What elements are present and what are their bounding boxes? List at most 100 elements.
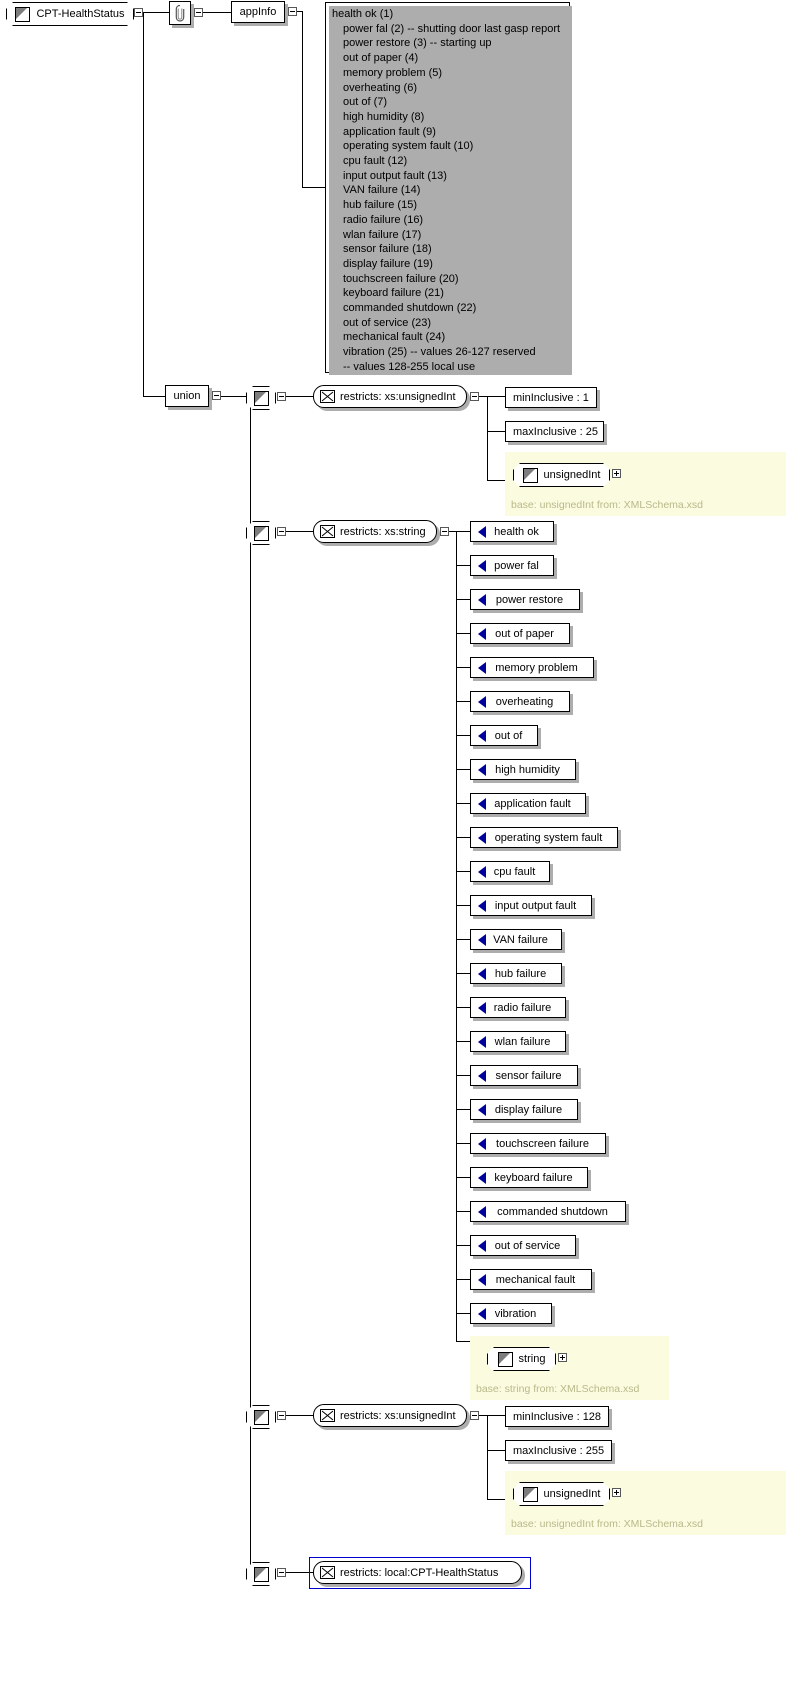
branch2-enums-toggle[interactable] bbox=[440, 527, 449, 536]
enumeration-node[interactable]: out of bbox=[470, 725, 541, 749]
connector-enumeration bbox=[456, 633, 470, 634]
enumeration-node[interactable]: hub failure bbox=[470, 963, 565, 987]
enumeration-node[interactable]: vibration bbox=[470, 1303, 555, 1327]
branch1-facets-toggle[interactable] bbox=[470, 392, 479, 401]
branch3-base-caption: base: unsignedInt from: XMLSchema.xsd bbox=[511, 1518, 704, 1530]
enumeration-node[interactable]: wlan failure bbox=[470, 1031, 569, 1055]
appinfo-collapse-toggle[interactable] bbox=[288, 7, 297, 16]
branch4-collapse-toggle[interactable] bbox=[277, 1568, 286, 1577]
root-simple-type-node[interactable]: CPT-HealthStatus bbox=[6, 2, 132, 24]
enumeration-marker-icon bbox=[478, 729, 486, 742]
simple-type-pencil-icon bbox=[254, 1410, 269, 1425]
connector-annotation-appinfo bbox=[203, 12, 231, 13]
branch2-simple-type-node[interactable] bbox=[246, 521, 274, 543]
enumeration-label: cpu fault bbox=[493, 865, 536, 878]
connector-branch2-restricts bbox=[286, 531, 313, 532]
enumeration-node[interactable]: sensor failure bbox=[470, 1065, 581, 1089]
enumeration-node[interactable]: health ok bbox=[470, 521, 557, 545]
union-node[interactable]: union bbox=[165, 385, 212, 410]
enumeration-label: input output fault bbox=[494, 899, 577, 912]
appinfo-node[interactable]: appInfo bbox=[231, 1, 288, 26]
documentation-line: operating system fault (10) bbox=[343, 140, 474, 153]
enumeration-marker-icon bbox=[478, 559, 486, 572]
branch1-facet-mininclusive[interactable]: minInclusive : 1 bbox=[505, 387, 600, 411]
branch1-facet-mininclusive-label: minInclusive : 1 bbox=[513, 391, 589, 404]
enumeration-node[interactable]: application fault bbox=[470, 793, 589, 817]
branch1-base-expand-toggle[interactable] bbox=[612, 469, 621, 478]
branch1-facet-maxinclusive[interactable]: maxInclusive : 25 bbox=[505, 421, 607, 445]
enumeration-marker-icon bbox=[478, 865, 486, 878]
enumeration-node[interactable]: commanded shutdown bbox=[470, 1201, 629, 1225]
branch3-facet-mininclusive[interactable]: minInclusive : 128 bbox=[505, 1406, 612, 1430]
enumeration-node[interactable]: radio failure bbox=[470, 997, 569, 1021]
branch2-base-expand-toggle[interactable] bbox=[558, 1353, 567, 1362]
branch2-base-label: string bbox=[518, 1353, 546, 1365]
enumeration-node[interactable]: power fal bbox=[470, 555, 557, 579]
enumeration-node[interactable]: cpu fault bbox=[470, 861, 553, 885]
enumeration-node[interactable]: overheating bbox=[470, 691, 573, 715]
annotation-node[interactable] bbox=[169, 1, 194, 28]
union-collapse-toggle[interactable] bbox=[212, 391, 221, 400]
enumeration-label: application fault bbox=[494, 797, 571, 810]
branch3-facet-maxinclusive[interactable]: maxInclusive : 255 bbox=[505, 1440, 615, 1464]
branch3-simple-type-node[interactable] bbox=[246, 1405, 274, 1427]
branch3-collapse-toggle[interactable] bbox=[277, 1411, 286, 1420]
enumeration-label: touchscreen failure bbox=[496, 1137, 589, 1150]
enumeration-label: display failure bbox=[494, 1103, 563, 1116]
enumeration-node[interactable]: touchscreen failure bbox=[470, 1133, 609, 1157]
branch1-collapse-toggle[interactable] bbox=[277, 392, 286, 401]
branch4-restricts-node[interactable]: restricts: local:CPT-HealthStatus bbox=[313, 1561, 525, 1587]
connector-enumeration bbox=[456, 837, 470, 838]
documentation-line: sensor failure (18) bbox=[343, 243, 432, 256]
branch3-base-expand-toggle[interactable] bbox=[612, 1488, 621, 1497]
branch1-restricts-node[interactable]: restricts: xs:unsignedInt bbox=[313, 385, 470, 411]
root-collapse-toggle[interactable] bbox=[134, 8, 143, 17]
branch4-simple-type-node[interactable] bbox=[246, 1562, 274, 1584]
enumeration-node[interactable]: keyboard failure bbox=[470, 1167, 591, 1191]
connector-branch2-base bbox=[456, 1341, 470, 1342]
branch2-restricts-node[interactable]: restricts: xs:string bbox=[313, 520, 440, 546]
connector-enumeration bbox=[456, 701, 470, 702]
enumeration-marker-icon bbox=[478, 1205, 486, 1218]
enumeration-node[interactable]: out of paper bbox=[470, 623, 573, 647]
branch4-selection-highlight bbox=[309, 1557, 531, 1589]
documentation-line: mechanical fault (24) bbox=[343, 331, 446, 344]
connector-appinfo-doc-h1 bbox=[297, 11, 302, 12]
branch3-restricts-node[interactable]: restricts: xs:unsignedInt bbox=[313, 1404, 470, 1430]
enumeration-marker-icon bbox=[478, 1103, 486, 1116]
enumeration-node[interactable]: power restore bbox=[470, 589, 583, 613]
enumeration-node[interactable]: out of service bbox=[470, 1235, 579, 1259]
connector-enumeration bbox=[456, 1041, 470, 1042]
branch1-base-node[interactable]: unsignedInt bbox=[513, 463, 608, 485]
branch3-facets-toggle[interactable] bbox=[470, 1411, 479, 1420]
enumeration-marker-icon bbox=[478, 933, 486, 946]
connector-branch3-spine bbox=[487, 1415, 488, 1499]
root-label: CPT-HealthStatus bbox=[36, 8, 125, 20]
enumeration-node[interactable]: mechanical fault bbox=[470, 1269, 595, 1293]
branch1-simple-type-node[interactable] bbox=[246, 386, 274, 408]
enumeration-label: radio failure bbox=[493, 1001, 552, 1014]
simple-type-pencil-icon bbox=[523, 1487, 538, 1502]
connector-root-annotation bbox=[143, 12, 169, 13]
enumeration-node[interactable]: display failure bbox=[470, 1099, 581, 1123]
simple-type-pencil-icon bbox=[498, 1352, 513, 1367]
branch3-restricts-label: restricts: xs:unsignedInt bbox=[340, 1409, 456, 1422]
enumeration-node[interactable]: VAN failure bbox=[470, 929, 565, 953]
branch3-base-node[interactable]: unsignedInt bbox=[513, 1482, 608, 1504]
connector-branch1-base bbox=[487, 480, 505, 481]
enumeration-node[interactable]: input output fault bbox=[470, 895, 595, 919]
enumeration-node[interactable]: high humidity bbox=[470, 759, 579, 783]
connector-enumeration bbox=[456, 667, 470, 668]
branch2-collapse-toggle[interactable] bbox=[277, 527, 286, 536]
connector-branch2-spine bbox=[456, 531, 457, 1341]
enumeration-label: sensor failure bbox=[495, 1069, 562, 1082]
enumeration-label: power fal bbox=[494, 559, 539, 572]
documentation-line: display failure (19) bbox=[343, 257, 433, 270]
annotation-collapse-toggle[interactable] bbox=[194, 8, 203, 17]
connector-enumeration bbox=[456, 735, 470, 736]
enumeration-node[interactable]: memory problem bbox=[470, 657, 597, 681]
branch2-base-node[interactable]: string bbox=[487, 1347, 554, 1369]
connector-enumeration bbox=[456, 531, 470, 532]
enumeration-node[interactable]: operating system fault bbox=[470, 827, 621, 851]
enumeration-label: keyboard failure bbox=[494, 1171, 573, 1184]
